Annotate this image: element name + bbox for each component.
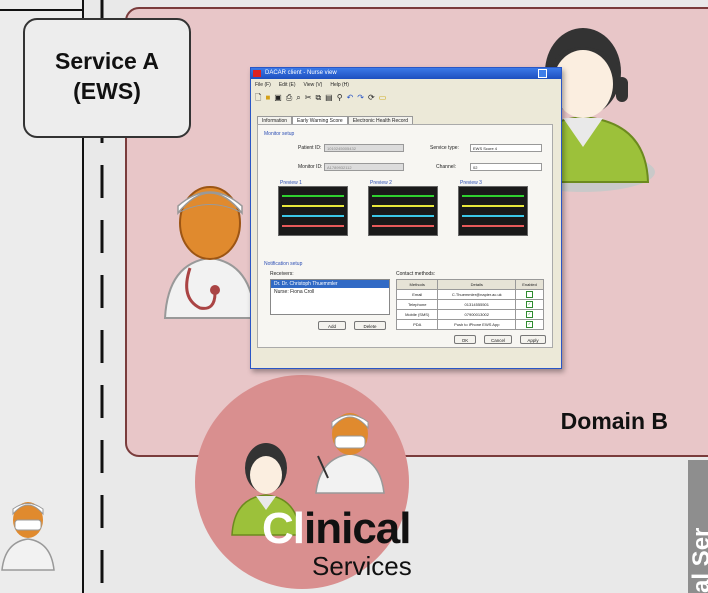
save-icon[interactable]: ▣ [274, 93, 282, 102]
dacar-client-window: DACAR client - Nurse view File (F) Edit … [250, 67, 562, 369]
note-icon[interactable]: ▭ [378, 93, 387, 102]
menu-edit[interactable]: Edit (E) [278, 82, 296, 88]
clinical-title: Clinical [262, 504, 411, 554]
receivers-list[interactable]: Dr. Dr. Christoph Thuemmler Nurse: Fiona… [270, 279, 390, 315]
details-cell: C.Thuemmler@napier.ac.uk [437, 289, 517, 300]
left-domain-top-border [0, 9, 84, 11]
details-cell: 01314555501 [437, 299, 517, 310]
details-cell: Push to iPhone EWS App [437, 319, 517, 330]
channel-field[interactable]: 02 [470, 163, 542, 171]
services-subtitle: Services [312, 551, 412, 581]
clinical-title-rest: inical [304, 504, 411, 553]
tab-information[interactable]: Information [257, 116, 293, 125]
undo-icon[interactable]: ↶ [346, 93, 354, 102]
minimize-icon[interactable] [538, 69, 547, 78]
tab-electronic-health-record[interactable]: Electronic Health Record [347, 116, 413, 125]
service-a-title: Service A [55, 48, 159, 74]
print-preview-icon[interactable]: ⌕ [296, 93, 301, 102]
refresh-icon[interactable]: ⟳ [367, 93, 375, 102]
domain-b-label: Domain B [560, 408, 668, 434]
paste-icon[interactable]: ▤ [325, 93, 333, 102]
monitor-preview-1 [278, 186, 348, 236]
apply-button[interactable]: Apply [520, 335, 546, 344]
channel-label: Channel: [436, 164, 457, 170]
preview-2-label: Preview 2 [370, 180, 392, 186]
monitor-setup-label: Monitor setup [264, 131, 295, 137]
new-file-icon[interactable]: 🗋 [255, 93, 262, 102]
monitor-preview-2 [368, 186, 438, 236]
enabled-checkbox[interactable]: ✓ [526, 301, 534, 308]
surgeon-icon [315, 413, 385, 494]
surgeon-icon-left [1, 502, 55, 571]
method-cell: Telephone [395, 299, 439, 310]
left-domain-border [82, 0, 84, 593]
redo-icon[interactable]: ↷ [357, 93, 364, 102]
clinical-title-first: Cl [262, 504, 305, 553]
print-icon[interactable]: ⎙ [285, 93, 293, 102]
receiver-item[interactable]: Nurse: Fiona Croll [274, 289, 315, 295]
contact-methods-table: Methods Details Enabled Email C.Thuemmle… [395, 279, 544, 330]
menu-bar: File (F) Edit (E) View (V) Help (H) [255, 82, 349, 90]
cut-icon[interactable]: ✂ [304, 93, 312, 102]
monitor-id-field[interactable]: A1789932112 [324, 163, 404, 171]
open-folder-icon[interactable]: ■ [265, 93, 271, 102]
receiver-item[interactable]: Dr. Dr. Christoph Thuemmler [271, 280, 389, 288]
table-row: Telephone 01314555501 ✓ [395, 299, 544, 310]
monitor-id-label: Monitor ID: [298, 164, 323, 170]
doctor-icon [163, 186, 257, 319]
app-logo-icon [253, 70, 261, 77]
table-row: Email C.Thuemmler@napier.ac.uk [395, 289, 544, 300]
method-cell: PDA [395, 319, 439, 330]
patient-id-field[interactable]: 1010245005432 [324, 144, 404, 152]
enabled-checkbox[interactable] [526, 290, 534, 298]
tab-strip: Information Early Warning Score Electron… [257, 116, 413, 125]
method-cell: Email [395, 289, 439, 300]
col-header: Enabled [515, 279, 544, 290]
preview-1-label: Preview 1 [280, 180, 302, 186]
monitor-preview-3 [458, 186, 528, 236]
details-cell: 07900013002 [437, 309, 517, 320]
dashed-separator [100, 0, 104, 593]
service-a-subtitle: (EWS) [73, 78, 141, 104]
contact-methods-label: Contact methods: [396, 271, 436, 277]
add-button[interactable]: Add [318, 321, 346, 330]
preview-3-label: Preview 3 [460, 180, 482, 186]
right-domain-label: al Ser [688, 527, 708, 593]
table-row: Mobile (SMS) 07900013002 ✓ [395, 309, 544, 320]
col-header: Details [437, 279, 517, 290]
window-title-bar: DACAR client - Nurse view [251, 68, 561, 79]
tab-early-warning-score[interactable]: Early Warning Score [292, 116, 348, 125]
service-a-box: Service A (EWS) [23, 18, 191, 138]
enabled-checkbox[interactable]: ✓ [526, 321, 534, 328]
tab-panel: Monitor setup Patient ID: 1010245005432 … [257, 124, 553, 348]
copy-icon[interactable]: ⧉ [315, 93, 322, 102]
menu-file[interactable]: File (F) [255, 82, 271, 88]
right-domain-band [688, 460, 708, 593]
cancel-button[interactable]: Cancel [484, 335, 512, 344]
enabled-checkbox[interactable]: ✓ [526, 311, 534, 318]
method-cell: Mobile (SMS) [395, 309, 439, 320]
service-type-label: Service type: [430, 145, 459, 151]
find-icon[interactable]: ⚲ [336, 93, 343, 102]
table-row: PDA Push to iPhone EWS App ✓ [395, 319, 544, 330]
menu-help[interactable]: Help (H) [330, 82, 349, 88]
receivers-label: Receivers: [270, 271, 294, 277]
delete-button[interactable]: Delete [354, 321, 386, 330]
nurse-icon-small [231, 443, 301, 536]
menu-view[interactable]: View (V) [303, 82, 323, 88]
patient-id-label: Patient ID: [298, 145, 322, 151]
service-type-select[interactable]: EWS Score 4 [470, 144, 542, 152]
ok-button[interactable]: OK [454, 335, 476, 344]
toolbar: 🗋 ■ ▣ ⎙ ⌕ ✂ ⧉ ▤ ⚲ ↶ ↷ ⟳ ▭ [255, 93, 386, 103]
notification-setup-label: Notification setup [264, 261, 303, 267]
col-header: Methods [395, 279, 439, 290]
